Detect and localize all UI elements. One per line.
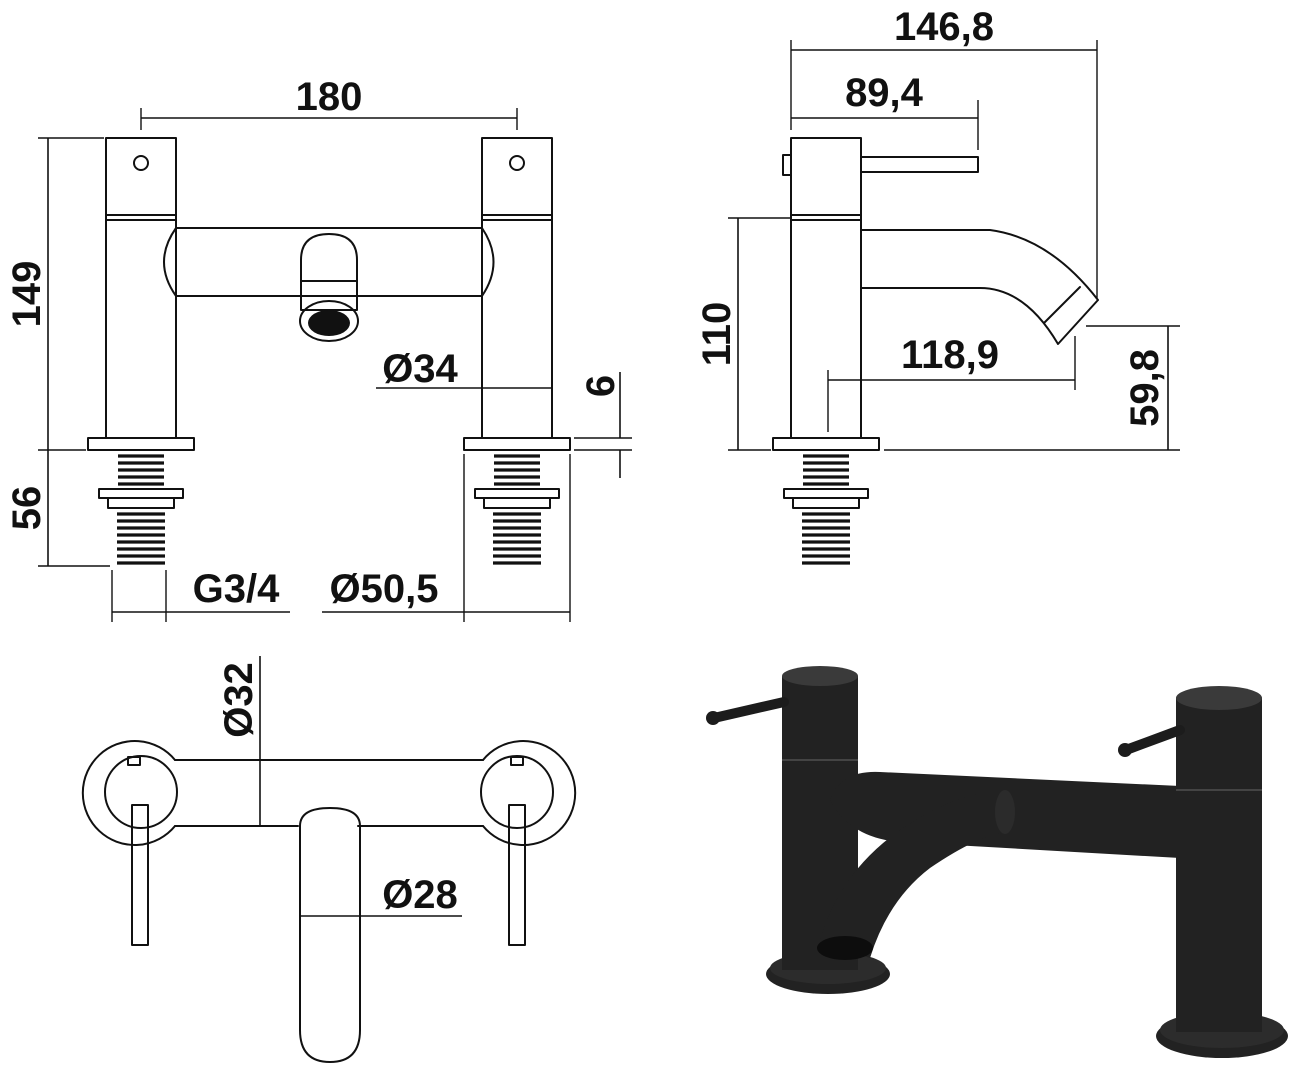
dim-side-overall: 146,8 [790,5,1098,298]
front-spout [299,233,359,342]
right-pillar [481,137,553,439]
dim-label-56: 56 [5,486,49,531]
dim-thread-size: G3/4 [111,567,290,622]
left-base-plate [87,437,195,451]
dim-label-d34: Ø34 [382,347,458,391]
dim-label-d32: Ø32 [217,662,261,738]
dim-side-reach: 118,9 [827,333,1076,432]
left-lever-top [131,804,149,946]
side-shank [783,454,869,565]
dim-label-110: 110 [695,302,739,367]
side-view: 146,8 89,4 110 118,9 59,8 [695,5,1180,565]
dim-label-180: 180 [296,75,363,119]
dim-label-d28: Ø28 [382,873,458,917]
dim-side-lever: 89,4 [791,71,979,150]
side-pillar [782,137,862,439]
right-base-outline [482,740,577,846]
dim-label-g34: G3/4 [193,567,280,611]
left-base-outline [81,740,176,846]
dim-side-height: 110 [695,217,790,451]
side-base-plate [772,437,880,451]
right-shank [474,454,560,565]
bridge [163,227,495,297]
right-handle-pin-icon [509,155,525,171]
dim-front-width: 180 [140,75,518,130]
top-view: Ø32 Ø28 [81,656,577,1063]
side-spout [860,229,1099,345]
right-body-circle [480,755,554,829]
dim-plate-thickness: 6 [574,372,632,478]
dim-label-598: 59,8 [1123,349,1167,427]
left-handle-pin-icon [133,155,149,171]
left-pillar [105,137,177,439]
dim-top-body: Ø32 [217,656,261,826]
dim-label-1189: 118,9 [901,333,999,377]
dim-label-6: 6 [579,375,623,397]
aerator-icon [308,310,350,336]
left-shank [98,454,184,565]
product-render [706,666,1288,1058]
dim-side-spout-height: 59,8 [884,325,1180,451]
dim-label-149: 149 [5,261,49,328]
side-lever [860,156,979,173]
dim-base-diameter: Ø50,5 [322,454,571,622]
dim-label-1468: 146,8 [894,5,994,49]
dim-front-height: 149 [5,137,104,451]
dim-label-d505: Ø50,5 [330,567,439,611]
right-lever-top [508,804,526,946]
right-base-plate [463,437,571,451]
dim-shank-length: 56 [5,450,110,567]
dim-label-894: 89,4 [845,71,924,115]
top-spout [299,807,361,1063]
front-view: 180 149 56 Ø34 6 [5,75,632,622]
left-body-circle [104,755,178,829]
dim-top-spout: Ø28 [300,873,462,917]
dim-spout-diameter: Ø34 [376,347,552,391]
